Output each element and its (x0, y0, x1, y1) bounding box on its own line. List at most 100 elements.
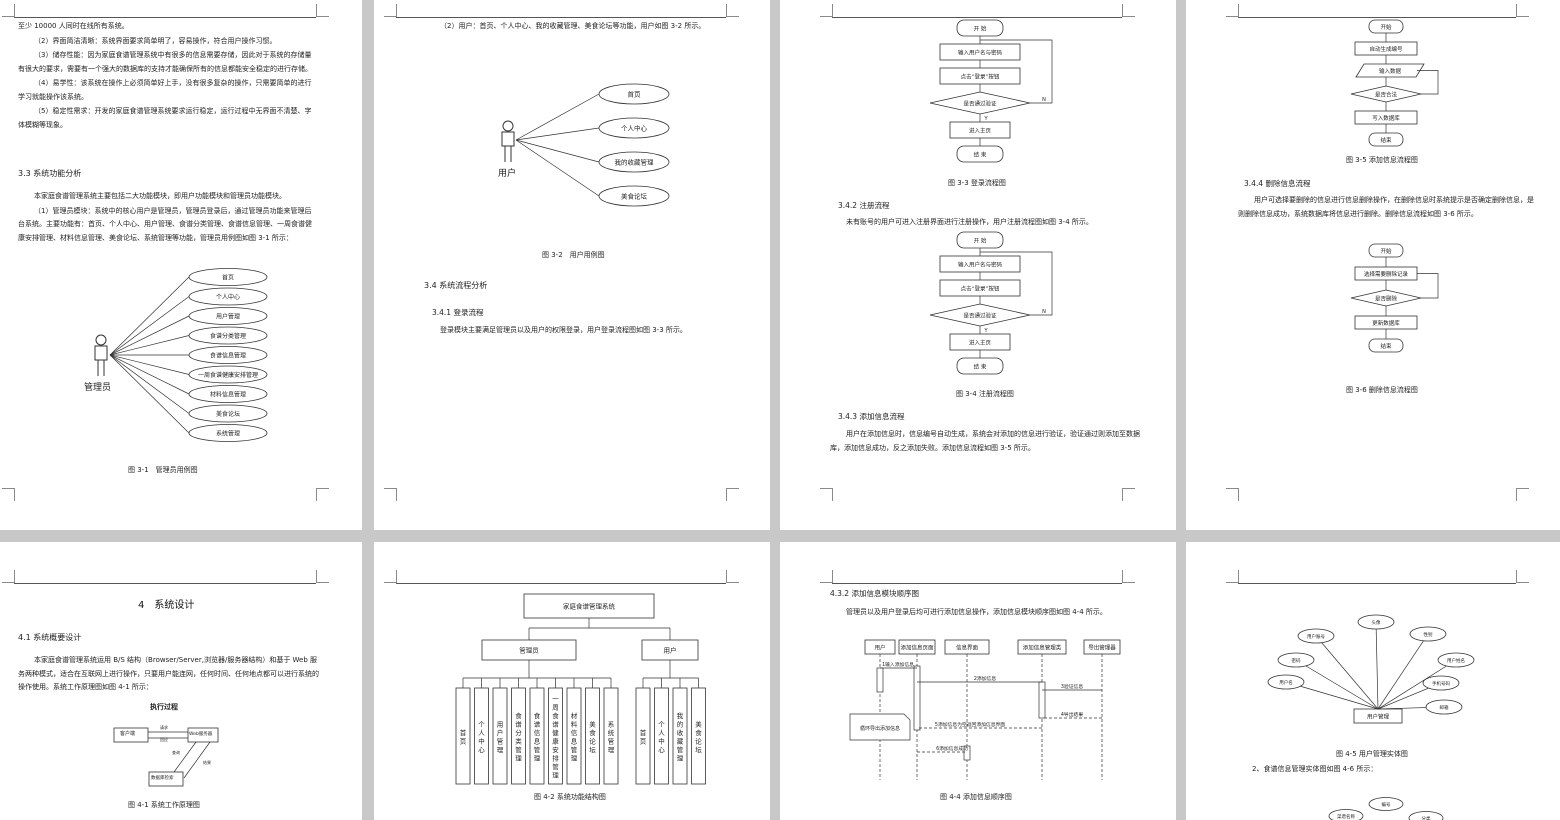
flow-label: 开始 (1380, 247, 1392, 255)
usecase-ellipse (598, 83, 670, 105)
paragraph: （4）易学性：该系统在操作上必须简单好上手，没有很多复杂的操作，只需要简单的进行… (18, 79, 312, 101)
note-box (849, 713, 911, 741)
margin-corner (2, 4, 15, 17)
attribute-label: 菜谱名称 (1337, 813, 1355, 820)
paragraph: 2、食谱信息管理实体图如图 4-6 所示： (1252, 765, 1378, 773)
flow-label: 输入用户名与密码 (958, 49, 1003, 57)
margin-corner (1226, 570, 1239, 583)
usecase-ellipse (598, 151, 670, 173)
header-rule (832, 17, 1122, 18)
message-label: 2添加信息 (974, 675, 996, 682)
io-parallelogram (1355, 63, 1425, 78)
paragraph: （2）界面简洁清晰：系统界面要求简单明了，容易操作，符合用户操作习惯。 (34, 36, 277, 45)
flow-label: 开始 (1380, 23, 1392, 31)
header-rule (14, 583, 316, 584)
lifeline-label: 信息界面 (956, 644, 979, 652)
usecase-ellipse (188, 307, 268, 325)
section-heading: 3.3 系统功能分析 (18, 169, 82, 178)
actor-figure (94, 334, 108, 376)
flow-label: 写入数据库 (1372, 114, 1400, 122)
activation-bar (913, 665, 921, 731)
flow-label: 选择需要删除记录 (1364, 270, 1409, 278)
document-page-2: （2）用户：首页、个人中心、我的收藏管理、美食论坛等功能，用户如图 3-2 所示… (374, 0, 770, 530)
flow-label: 点击“登录”按钮 (961, 285, 1000, 293)
header-rule (1238, 17, 1516, 18)
branch-label: N (1042, 309, 1046, 315)
leaf-label: 一周食谱健康安排管理 (552, 695, 559, 780)
attribute-link (1375, 621, 1379, 710)
leaf-node (672, 687, 688, 785)
leaf-label: 我的收藏管理 (677, 711, 684, 763)
usecase-ellipse (188, 346, 268, 364)
subsection-heading: 4.3.2 添加信息模块顺序图 (830, 589, 919, 598)
leaf-label: 美食论坛 (589, 720, 596, 755)
margin-corner (384, 488, 397, 501)
body-text: 用户可选择要删除的信息进行信息删除操作，在删除信息时系统提示是否确定删除信息，是… (1238, 194, 1538, 222)
flow-label: 点击“登录”按钮 (961, 73, 1000, 81)
paragraph: （5）稳定性需求：开发的家庭食谱管理系统要求运行稳定，运行过程中无界面不清楚、字… (18, 107, 312, 129)
leaf-label: 系统管理 (608, 720, 615, 755)
margin-corner (726, 4, 739, 17)
margin-corner (1226, 488, 1239, 501)
margin-corner (384, 4, 397, 17)
association-line (515, 139, 600, 163)
figure-caption: 图 4-2 系统功能结构图 (534, 793, 606, 801)
header-rule (14, 17, 316, 18)
attribute-ellipse (1267, 674, 1305, 690)
server-box (187, 727, 219, 743)
arrow-label: 请求 (160, 725, 168, 730)
association-line (515, 93, 600, 141)
margin-corner (726, 570, 739, 583)
loop-connector (1417, 70, 1439, 95)
margin-corner (384, 570, 397, 583)
flow-label: 结 束 (974, 151, 987, 159)
attribute-ellipse (1425, 699, 1463, 715)
margin-corner (1516, 4, 1529, 17)
loop-connector (980, 251, 1053, 316)
actor-figure (501, 120, 515, 162)
attribute-label: 性别 (1424, 631, 1433, 638)
margin-corner (820, 4, 833, 17)
attribute-link (1377, 633, 1429, 710)
usecase-label: 首页 (628, 90, 642, 99)
paragraph: 本家庭食谱管理系统主要包括二大功能模块，即用户功能模块和管理员功能模块。 (34, 192, 286, 200)
leaf-node (529, 687, 545, 785)
paragraph: （1）管理员模块：系统中的核心用户是管理员，管理员登录后，通过管理员功能来管理后… (18, 206, 312, 242)
sequence-diagram: 用户添加信息页面信息界面添加信息管理类导出管理器1输入添加信息2添加信息3验证信… (849, 639, 1121, 780)
root-node-label: 家庭食谱管理系统 (563, 602, 616, 611)
paragraph: 登录模块主要满足管理员以及用户的权限登录，用户登录流程图如图 3-3 所示。 (440, 326, 687, 334)
activation-bar (1038, 681, 1046, 719)
association-line (109, 354, 190, 414)
body-text: 本家庭食谱管理系统主要包括二大功能模块，即用户功能模块和管理员功能模块。 （1）… (18, 190, 318, 246)
function-structure-diagram: 家庭食谱管理系统管理员用户首页个人中心用户管理食谱分类管理食谱信息管理一周食谱健… (455, 593, 706, 785)
paragraph: 本家庭食谱管理系统运用 B/S 结构（Browser/Server,浏览器/服务… (18, 656, 319, 691)
flow-label: 更新数据库 (1372, 319, 1400, 327)
association-line (109, 296, 190, 356)
attribute-label: 用户账号 (1307, 633, 1325, 640)
branch-label: Y (983, 328, 988, 334)
attribute-label: 用户名 (1279, 679, 1293, 686)
association-line (515, 139, 600, 197)
attribute-label: 密码 (1292, 657, 1301, 664)
root-node (523, 593, 655, 619)
document-page-8: 用户管理用户账号头像性别用户姓名密码手机号码用户名邮箱 图 4-5 用户管理实体… (1186, 542, 1560, 820)
margin-corner (316, 570, 329, 583)
figure-caption: 图 3-4 注册流程图 (956, 390, 1014, 398)
attribute-link (1295, 659, 1379, 710)
attribute-label: 分类 (1422, 815, 1431, 820)
margin-corner (820, 570, 833, 583)
document-page-5: 4 系统设计 4.1 系统概要设计 本家庭食谱管理系统运用 B/S 结构（Bro… (0, 542, 362, 820)
leaf-node (455, 687, 471, 785)
query-arrow (173, 741, 197, 773)
message-label: 4导出结果 (1061, 711, 1083, 718)
leaf-label: 用户管理 (497, 721, 504, 755)
flow-label: 结束 (1380, 342, 1392, 350)
usecase-label: 材料信息管理 (210, 391, 246, 399)
attribute-ellipse (1328, 809, 1364, 820)
figure-caption: 图 4-1 系统工作原理图 (128, 801, 200, 809)
figure-caption: 图 3-5 添加信息流程图 (1346, 156, 1418, 164)
lifeline-label: 添加信息管理类 (1023, 644, 1062, 652)
